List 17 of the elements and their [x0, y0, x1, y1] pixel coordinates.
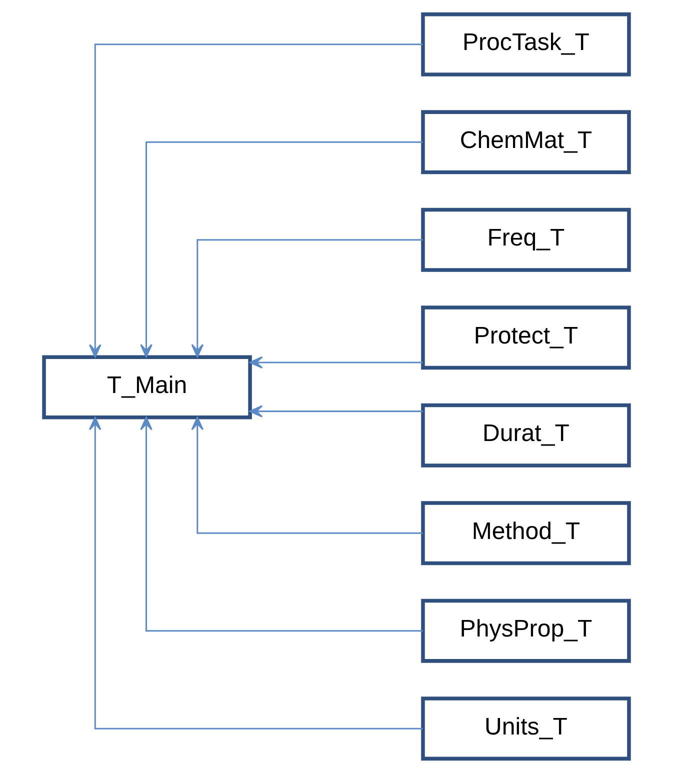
- arrow: [249, 405, 423, 418]
- node-box: Method_T: [421, 501, 631, 566]
- arrow: [249, 356, 423, 369]
- arrow: [140, 141, 423, 358]
- node-box: Protect_T: [421, 306, 631, 370]
- arrow: [88, 416, 423, 730]
- node-box: PhysProp_T: [421, 598, 631, 663]
- arrow: [191, 416, 423, 534]
- node-box: Freq_T: [421, 208, 631, 272]
- arrow: [140, 416, 423, 632]
- node-box: ChemMat_T: [421, 110, 631, 174]
- node-box: ProcTask_T: [421, 12, 631, 76]
- node-box: Units_T: [421, 696, 631, 761]
- node-box: T_Main: [42, 355, 252, 420]
- node-box: Durat_T: [421, 403, 631, 468]
- arrow: [191, 239, 423, 358]
- arrow: [88, 44, 423, 358]
